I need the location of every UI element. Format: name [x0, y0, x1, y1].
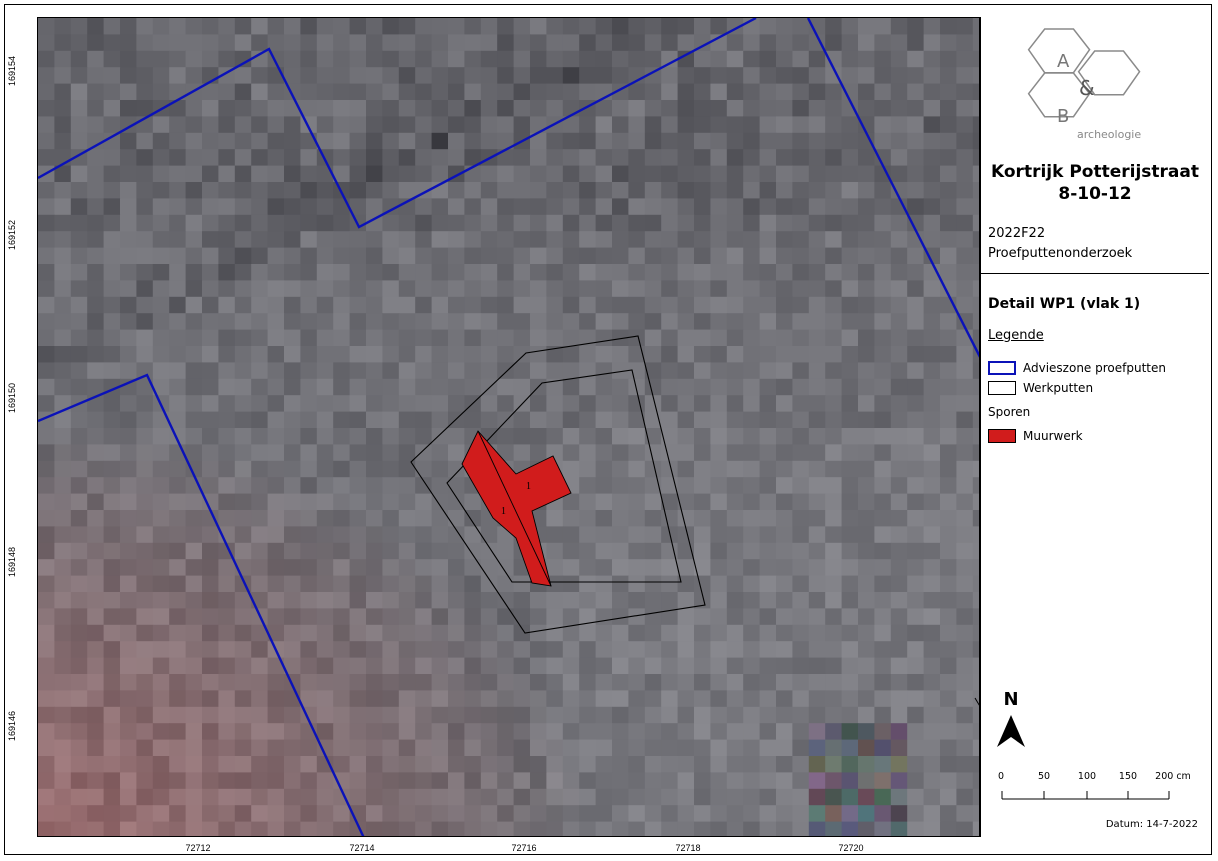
legend-item-werkputten: Werkputten [988, 380, 1093, 396]
legend-label: Advieszone proefputten [1023, 361, 1166, 375]
map-canvas[interactable]: 1 1 [38, 18, 980, 837]
feature-label: 1 [501, 506, 506, 517]
advieszone-line [806, 18, 979, 358]
north-label: N [1003, 689, 1019, 710]
legend-group-sporen: Sporen [988, 405, 1031, 419]
logo-letter-a: A [1057, 51, 1070, 72]
advieszone-line [38, 373, 365, 836]
advieszone-line [38, 18, 757, 229]
map-date: Datum: 14-7-2022 [1105, 819, 1198, 830]
legend-item-advieszone: Advieszone proefputten [988, 360, 1166, 376]
title-line-1: Kortrijk Potterijstraat [991, 162, 1199, 182]
panel-divider [981, 273, 1209, 274]
scale-label: 200 cm [1155, 771, 1191, 782]
ab-archeologie-logo: A B & archeologie [1027, 28, 1141, 141]
advieszone-swatch [988, 361, 1016, 375]
scale-label: 100 [1077, 771, 1097, 782]
y-tick-label: 169148 [7, 546, 17, 577]
y-tick-label: 169154 [7, 55, 17, 86]
muurwerk-swatch [988, 429, 1016, 443]
map-title: Kortrijk Potterijstraat 8-10-12 [981, 161, 1209, 205]
scale-bar: 0 50 100 150 200 cm [997, 771, 1191, 801]
legend-label: Muurwerk [1023, 429, 1083, 443]
legend-item-muurwerk: Muurwerk [988, 428, 1083, 444]
y-tick-label: 169152 [7, 219, 17, 250]
logo-letter-b: B [1057, 106, 1069, 127]
legend-panel: A B & archeologie Kortrijk Potterijstraa… [980, 17, 1209, 837]
legend-label: Werkputten [1023, 381, 1094, 395]
logo-ampersand: & [1079, 76, 1095, 100]
scale-label: 50 [1037, 771, 1051, 782]
north-arrow-icon [997, 715, 1025, 747]
x-tick-label: 72718 [675, 843, 701, 853]
legend-title: Legende [988, 328, 1044, 343]
scale-label: 0 [997, 771, 1005, 782]
y-tick-label: 169146 [7, 710, 17, 741]
project-type: Proefputtenonderzoek [988, 246, 1133, 261]
project-code: 2022F22 [988, 226, 1046, 241]
x-tick-label: 72714 [349, 843, 375, 853]
project-info: 2022F22 Proefputtenonderzoek [988, 224, 1132, 264]
scale-bar-graphic [1001, 791, 1170, 800]
werkputten [410, 335, 979, 706]
y-tick-label: 169150 [7, 382, 17, 413]
title-line-2: 8-10-12 [1058, 184, 1132, 204]
feature-label: 1 [526, 481, 531, 492]
x-tick-label: 72716 [511, 843, 537, 853]
detail-title: Detail WP1 (vlak 1) [988, 296, 1141, 312]
muurwerk-joint [477, 430, 552, 587]
logo-word: archeologie [1077, 128, 1141, 141]
advieszone-lines [38, 18, 979, 836]
werkput-inner [446, 369, 682, 583]
map-view[interactable]: 1 1 [37, 17, 980, 837]
x-tick-label: 72712 [185, 843, 211, 853]
x-tick-label: 72720 [838, 843, 864, 853]
north-arrow: N [993, 689, 1029, 751]
muurwerk-polygon [461, 430, 572, 587]
scale-label: 150 [1118, 771, 1138, 782]
werkput-edge [974, 697, 979, 706]
muurwerk-features: 1 1 [461, 430, 572, 587]
werkputten-swatch [988, 381, 1016, 395]
werkput-outer [410, 335, 706, 634]
ortho-raster [38, 18, 979, 836]
